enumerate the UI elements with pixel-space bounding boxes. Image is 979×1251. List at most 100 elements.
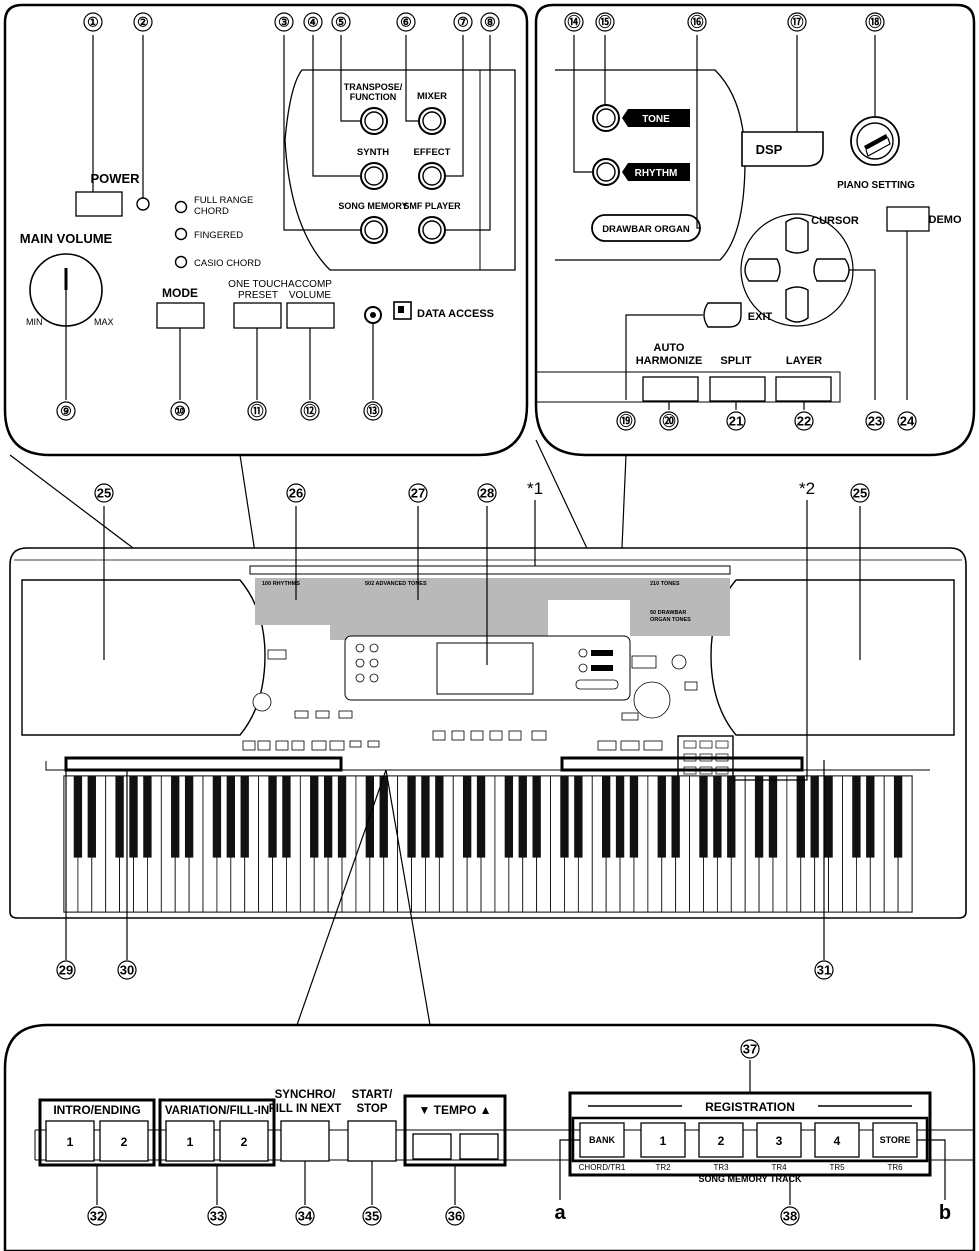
black-key[interactable] bbox=[421, 776, 430, 858]
tempo-up-button[interactable] bbox=[459, 1133, 499, 1160]
registration-1-button[interactable] bbox=[640, 1122, 686, 1158]
demo-button[interactable] bbox=[886, 206, 930, 232]
svg-text:②: ② bbox=[137, 15, 149, 30]
variation-2-label: 2 bbox=[241, 1135, 248, 1149]
svg-text:④: ④ bbox=[307, 15, 319, 30]
power-label: POWER bbox=[90, 171, 140, 186]
black-key[interactable] bbox=[852, 776, 861, 858]
black-key[interactable] bbox=[435, 776, 444, 858]
black-key[interactable] bbox=[657, 776, 666, 858]
callout-36: 36 bbox=[445, 1206, 465, 1226]
callout-5: ⑤ bbox=[331, 12, 351, 32]
black-key[interactable] bbox=[810, 776, 819, 858]
accomp-volume-button[interactable] bbox=[286, 302, 335, 329]
black-key[interactable] bbox=[143, 776, 152, 858]
black-key[interactable] bbox=[171, 776, 180, 858]
black-key[interactable] bbox=[226, 776, 235, 858]
black-key[interactable] bbox=[407, 776, 416, 858]
black-key[interactable] bbox=[824, 776, 833, 858]
rhythm-list-label: 100 RHYTHMS bbox=[262, 581, 300, 587]
svg-text:21: 21 bbox=[729, 414, 743, 429]
black-key[interactable] bbox=[323, 776, 333, 858]
black-key[interactable] bbox=[129, 776, 138, 858]
cursor-down-button[interactable] bbox=[785, 286, 809, 323]
intro-ending-2-button[interactable] bbox=[99, 1120, 149, 1162]
cursor-right-button[interactable] bbox=[813, 258, 850, 282]
tempo-down-button[interactable] bbox=[412, 1133, 452, 1160]
casio-chord-lamp bbox=[174, 255, 188, 269]
bank-button[interactable] bbox=[579, 1122, 625, 1158]
svg-text:28: 28 bbox=[480, 486, 494, 501]
black-key[interactable] bbox=[337, 776, 347, 858]
drawbar-list-label-2: ORGAN TONES bbox=[650, 617, 691, 623]
black-key[interactable] bbox=[893, 776, 903, 858]
variation-1-button[interactable] bbox=[165, 1120, 215, 1162]
black-key[interactable] bbox=[73, 776, 83, 858]
store-button[interactable] bbox=[872, 1122, 918, 1158]
dsp-button[interactable] bbox=[741, 131, 824, 167]
drawbar-label: DRAWBAR ORGAN bbox=[602, 224, 690, 235]
registration-3-label: 3 bbox=[776, 1134, 783, 1148]
black-key[interactable] bbox=[601, 776, 611, 858]
black-key[interactable] bbox=[796, 776, 805, 858]
black-key[interactable] bbox=[560, 776, 569, 858]
speaker-right bbox=[710, 579, 955, 736]
black-key[interactable] bbox=[212, 776, 222, 858]
black-key[interactable] bbox=[713, 776, 722, 858]
accomp-label-1: ACCOMP bbox=[288, 279, 332, 290]
synchro-fill-in-next-button[interactable] bbox=[280, 1120, 330, 1162]
black-key[interactable] bbox=[768, 776, 778, 858]
black-key[interactable] bbox=[504, 776, 514, 858]
layer-button[interactable] bbox=[775, 376, 832, 402]
full-range-label-1: FULL RANGE bbox=[194, 195, 253, 206]
black-key[interactable] bbox=[518, 776, 527, 858]
left-panel: POWER FULL RANGE CHORD FINGERED CASIO CH… bbox=[3, 3, 529, 457]
black-key[interactable] bbox=[615, 776, 625, 858]
black-key[interactable] bbox=[629, 776, 639, 858]
callout-29: 29 bbox=[56, 960, 76, 980]
piano-setting-label: PIANO SETTING bbox=[837, 180, 915, 191]
black-key[interactable] bbox=[115, 776, 124, 858]
black-key[interactable] bbox=[310, 776, 319, 858]
black-key[interactable] bbox=[87, 776, 96, 858]
black-key[interactable] bbox=[379, 776, 388, 858]
cursor-up-button[interactable] bbox=[785, 217, 809, 254]
black-key[interactable] bbox=[476, 776, 486, 858]
split-button[interactable] bbox=[709, 376, 766, 402]
mode-button[interactable] bbox=[156, 302, 205, 329]
track-label-tr3: TR3 bbox=[713, 1163, 729, 1172]
track-label-tr2: TR2 bbox=[655, 1163, 671, 1172]
cursor-left-button[interactable] bbox=[744, 258, 781, 282]
transpose-label-2: FUNCTION bbox=[350, 92, 397, 102]
black-key[interactable] bbox=[532, 776, 541, 858]
exit-button[interactable] bbox=[703, 302, 742, 328]
start-stop-button[interactable] bbox=[347, 1120, 397, 1162]
auto-harmonize-label-1: AUTO bbox=[654, 342, 685, 354]
intro-ending-1-button[interactable] bbox=[45, 1120, 95, 1162]
one-touch-preset-button[interactable] bbox=[233, 302, 282, 329]
black-key[interactable] bbox=[727, 776, 736, 858]
black-key[interactable] bbox=[268, 776, 277, 858]
black-key[interactable] bbox=[754, 776, 764, 858]
black-key[interactable] bbox=[282, 776, 291, 858]
power-button[interactable] bbox=[75, 191, 123, 217]
bank-label: BANK bbox=[589, 1135, 615, 1145]
svg-text:26: 26 bbox=[289, 486, 303, 501]
registration-4-button[interactable] bbox=[814, 1122, 860, 1158]
black-key[interactable] bbox=[574, 776, 583, 858]
registration-2-button[interactable] bbox=[698, 1122, 744, 1158]
black-key[interactable] bbox=[462, 776, 472, 858]
black-key[interactable] bbox=[671, 776, 680, 858]
mode-label: MODE bbox=[162, 286, 198, 300]
effect-label: EFFECT bbox=[414, 147, 451, 158]
black-key[interactable] bbox=[699, 776, 708, 858]
black-key[interactable] bbox=[240, 776, 249, 858]
song-memory-label: SONG MEMORY bbox=[338, 201, 407, 211]
callout-24: 24 bbox=[897, 411, 917, 431]
black-key[interactable] bbox=[184, 776, 194, 858]
registration-3-button[interactable] bbox=[756, 1122, 802, 1158]
auto-harmonize-button[interactable] bbox=[642, 376, 699, 402]
dsp-label: DSP bbox=[756, 142, 783, 157]
black-key[interactable] bbox=[866, 776, 875, 858]
variation-2-button[interactable] bbox=[219, 1120, 269, 1162]
